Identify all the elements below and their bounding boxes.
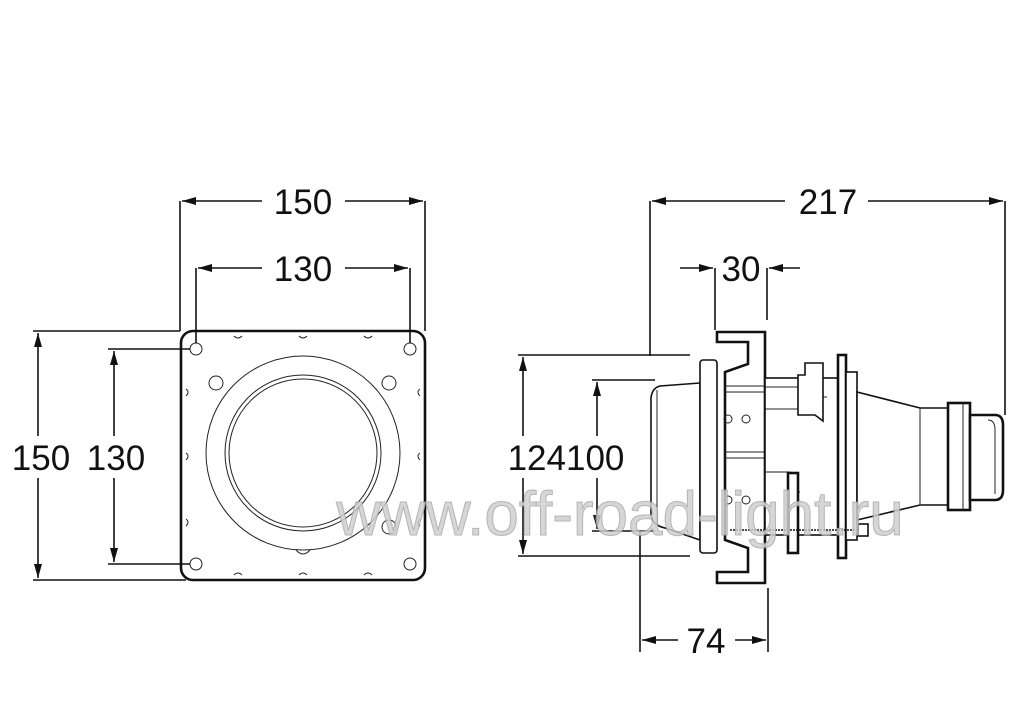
mounting-plate — [179, 329, 427, 582]
dim-front-width-150: 150 — [274, 183, 332, 222]
dim-side-depth-74: 74 — [687, 622, 726, 661]
dim-side-flange-30: 30 — [722, 250, 761, 289]
housing-flange — [699, 359, 718, 554]
dim-side-height-124: 124 — [508, 439, 566, 478]
lower-adjuster-plate — [786, 471, 800, 555]
upper-adjuster — [797, 362, 824, 423]
lens-ring-inner — [228, 378, 378, 528]
dim-front-height-150: 150 — [12, 439, 70, 478]
dim-side-height-100: 100 — [566, 439, 624, 478]
lens-housing — [650, 382, 701, 542]
screw-nut — [857, 523, 869, 537]
outer-ring — [205, 355, 401, 551]
watermark: www.off-road-light.ru — [335, 480, 903, 549]
bracket-slots — [723, 385, 765, 505]
lens-ring-outer — [224, 374, 382, 532]
dim-side-length-217: 217 — [799, 183, 857, 222]
front-view — [179, 329, 427, 582]
socket-cap — [968, 413, 1005, 502]
ring-notch — [295, 549, 311, 555]
dim-front-width-130: 130 — [274, 250, 332, 289]
side-view — [650, 330, 1005, 585]
front-dimensions: 150 130 150 130 — [12, 183, 426, 581]
side-dimensions: 217 30 124 100 74 — [508, 183, 1006, 661]
edge-tabs — [185, 335, 421, 576]
dim-front-height-130: 130 — [87, 439, 145, 478]
bulb-socket — [946, 401, 972, 512]
